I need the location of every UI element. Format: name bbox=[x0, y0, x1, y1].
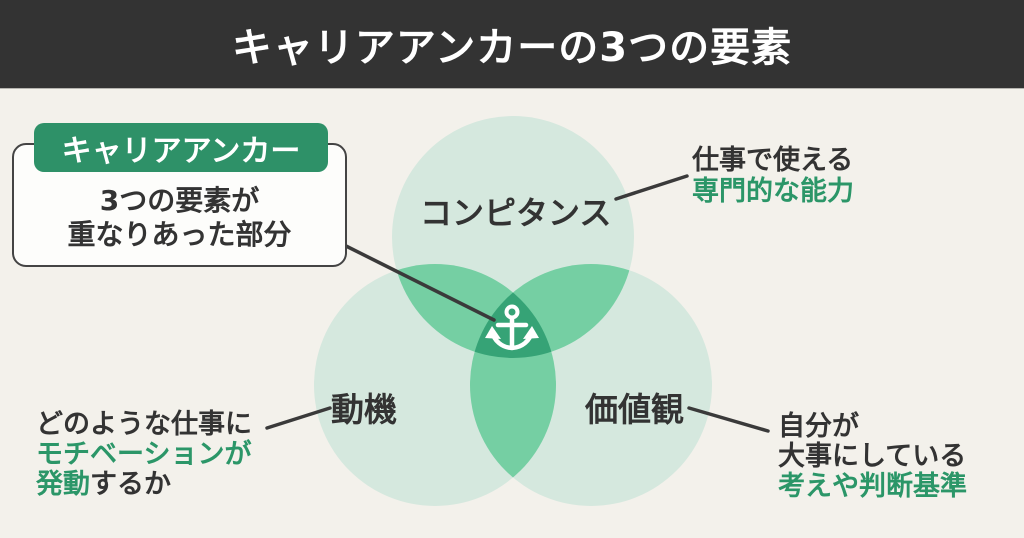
annotation-motivation-line2: モチベーションが bbox=[36, 439, 252, 470]
connector-competence-annotation bbox=[614, 174, 689, 201]
annotation-values-line2: 大事にしている bbox=[778, 441, 967, 472]
annotation-competence-line1: 仕事で使える bbox=[692, 145, 854, 176]
annotation-competence: 仕事で使える 専門的な能力 bbox=[692, 145, 854, 207]
career-anchor-callout: キャリアアンカー 3つの要素が 重なりあった部分 bbox=[12, 123, 347, 267]
annotation-values-line1: 自分が bbox=[778, 411, 859, 442]
annotation-motivation-line3-green: 発動 bbox=[36, 469, 90, 500]
annotation-motivation-line3-dark: するか bbox=[90, 469, 171, 500]
title-bar: キャリアアンカーの3つの要素 bbox=[0, 0, 1024, 88]
callout-line1: 3つの要素が bbox=[99, 184, 260, 218]
anchor-icon bbox=[485, 304, 539, 351]
annotation-values-line3: 考えや判断基準 bbox=[778, 471, 967, 502]
callout-text: 3つの要素が 重なりあった部分 bbox=[67, 184, 291, 251]
connector-callout-to-center bbox=[344, 244, 496, 322]
label-values: 価値観 bbox=[585, 390, 684, 429]
annotation-motivation-line1: どのような仕事に bbox=[36, 409, 252, 440]
label-motivation: 動機 bbox=[331, 390, 397, 429]
annotation-competence-line2: 専門的な能力 bbox=[692, 176, 854, 207]
connector-motivation-annotation bbox=[265, 406, 332, 430]
annotation-motivation: どのような仕事に モチベーションが 発動するか bbox=[36, 410, 252, 500]
page-title: キャリアアンカーの3つの要素 bbox=[231, 25, 793, 71]
callout-line2: 重なりあった部分 bbox=[67, 218, 292, 251]
connector-values-annotation bbox=[687, 406, 770, 433]
overlap-center bbox=[470, 264, 556, 358]
annotation-motivation-line3: 発動するか bbox=[36, 470, 252, 500]
career-anchor-badge: キャリアアンカー bbox=[34, 123, 328, 172]
label-competence: コンピタンス bbox=[420, 194, 612, 232]
annotation-values: 自分が 大事にしている 考えや判断基準 bbox=[778, 412, 967, 502]
